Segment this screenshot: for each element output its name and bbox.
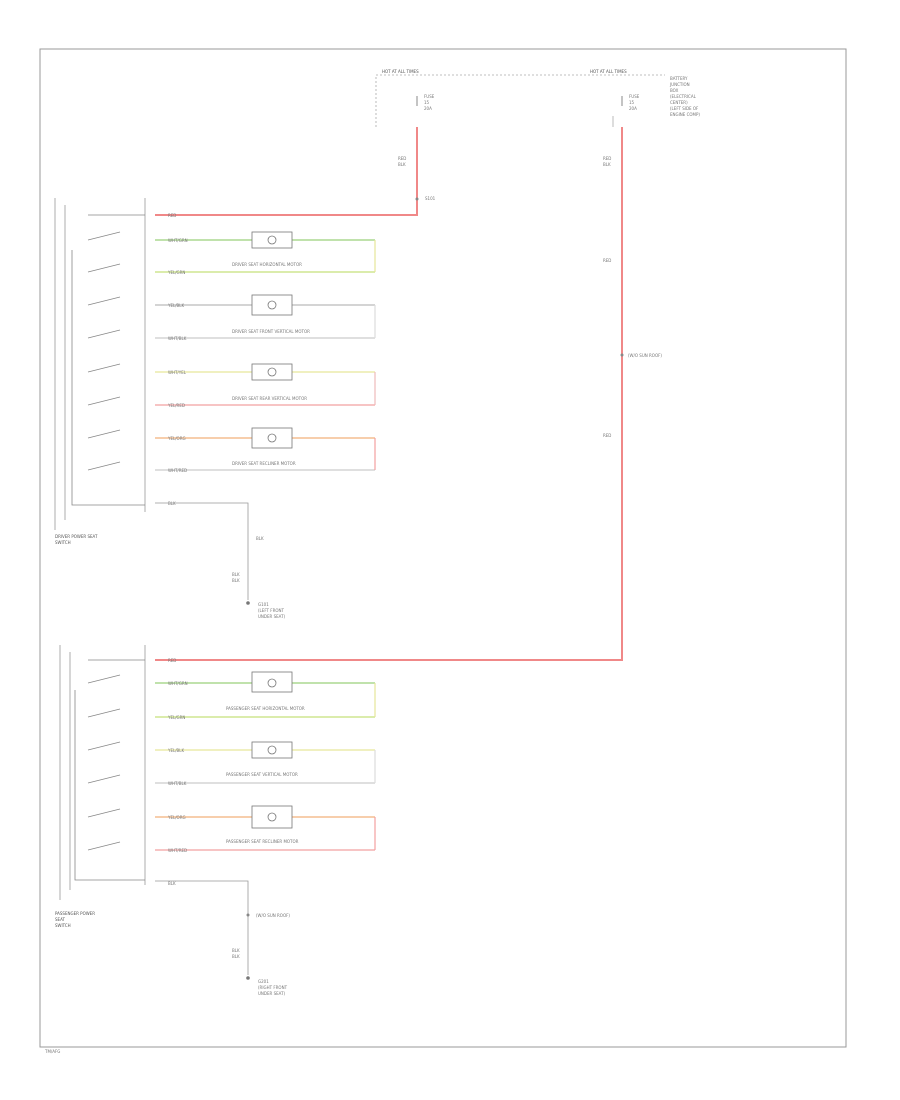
footer-code: TM/AFG xyxy=(44,1049,60,1054)
passenger-ground-label-1: (RIGHT FRONT xyxy=(258,985,288,990)
passenger-switch-title-1: SEAT xyxy=(55,917,65,922)
right-wire-lower-label: RED xyxy=(603,433,611,438)
passenger-switch-title-2: SWITCH xyxy=(55,923,71,928)
feed-wire-passenger xyxy=(155,127,623,661)
driver-front-vertical-motor xyxy=(251,294,293,316)
driver-ground-wire-label: BLK xyxy=(256,536,264,541)
driver-ground-wire-label2-0: BLK xyxy=(232,572,240,577)
diagram-frame xyxy=(39,48,847,1048)
driver-switch-title-0: DRIVER POWER SEAT xyxy=(55,534,98,539)
driver-motor-label-3: DRIVER SEAT RECLINER MOTOR xyxy=(232,461,296,466)
passenger-wire-label-2: YEL/GRN xyxy=(167,715,185,720)
junction-box-label-6: ENGINE COMP) xyxy=(670,112,700,117)
passenger-wire-label-1: WHT/GRN xyxy=(168,681,188,686)
power-wires-group: RED BLK S101 RED BLK RED (W/O SUN ROOF) … xyxy=(155,127,662,661)
fuse-right-label-2: 20A xyxy=(629,106,637,111)
junction-box-label-4: CENTER) xyxy=(670,100,688,105)
passenger-ground-point xyxy=(246,976,250,980)
hot-run-left-label: HOT AT ALL TIMES xyxy=(382,69,419,74)
hot-run-right-label: HOT AT ALL TIMES xyxy=(590,69,627,74)
driver-wire-label-2: YEL/GRN xyxy=(167,270,185,275)
driver-motor-label-0: DRIVER SEAT HORIZONTAL MOTOR xyxy=(232,262,302,267)
passenger-motor-label-1: PASSENGER SEAT VERTICAL MOTOR xyxy=(226,772,298,777)
junction-box-label-0: BATTERY xyxy=(670,76,688,81)
passenger-ground-label-0: G201 xyxy=(258,979,269,984)
junction-box-label-3: (ELECTRICAL xyxy=(670,94,697,99)
driver-recliner-motor xyxy=(251,427,293,449)
driver-wire-label-5: WHT/YEL xyxy=(168,370,187,375)
driver-ground-wire-label2-1: BLK xyxy=(232,578,240,583)
right-wire-splice xyxy=(620,353,624,357)
left-wire-label-0: RED xyxy=(398,156,406,161)
driver-motor-label-2: DRIVER SEAT REAR VERTICAL MOTOR xyxy=(232,396,307,401)
junction-box-label-1: JUNCTION xyxy=(669,82,690,87)
driver-rear-vertical-motor xyxy=(251,363,293,381)
passenger-ground-label-2: UNDER SEAT) xyxy=(258,991,286,996)
passenger-motor-label-0: PASSENGER SEAT HORIZONTAL MOTOR xyxy=(226,706,305,711)
hot-bus-line xyxy=(375,74,665,127)
right-wire-label-0: RED xyxy=(603,156,611,161)
driver-wire-label-6: YEL/RED xyxy=(167,403,185,408)
passenger-ground-wire-label-0: BLK xyxy=(232,948,240,953)
passenger-motor-label-2: PASSENGER SEAT RECLINER MOTOR xyxy=(226,839,299,844)
fuse-right-label-1: 15 xyxy=(629,100,635,105)
driver-seat-switch: DRIVER SEAT HORIZONTAL MOTOR DRIVER SEAT… xyxy=(54,198,376,619)
driver-wire-label-8: WHT/RED xyxy=(168,468,187,473)
driver-ground-point xyxy=(246,601,250,605)
passenger-ground-note: (W/O SUN ROOF) xyxy=(256,913,290,918)
junction-box-label-5: (LEFT SIDE OF xyxy=(670,106,699,111)
driver-wire-label-7: YEL/ORG xyxy=(167,436,186,441)
driver-switch-contacts xyxy=(71,214,145,506)
passenger-switch-title-0: PASSENGER POWER xyxy=(55,911,95,916)
passenger-ground-splice xyxy=(246,913,250,917)
junction-box-label-2: BOX xyxy=(670,88,679,93)
driver-ground-wire xyxy=(155,502,249,600)
driver-motor-label-1: DRIVER SEAT FRONT VERTICAL MOTOR xyxy=(232,329,310,334)
passenger-wire-label-6: WHT/RED xyxy=(168,848,187,853)
driver-switch-title-1: SWITCH xyxy=(55,540,71,545)
passenger-horizontal-motor xyxy=(251,671,293,693)
driver-wire-label-1: WHT/GRN xyxy=(168,238,188,243)
passenger-seat-switch: PASSENGER SEAT HORIZONTAL MOTOR PASSENGE… xyxy=(55,645,376,996)
driver-wire-label-4: WHT/BLK xyxy=(168,336,187,341)
fuse-right-label-0: FUSE xyxy=(629,94,640,99)
splice-label: S101 xyxy=(425,196,436,201)
driver-ground-label-0: G101 xyxy=(258,602,269,607)
passenger-switch-contacts xyxy=(74,659,145,881)
passenger-vertical-motor xyxy=(251,741,293,759)
driver-horizontal-motor xyxy=(251,231,293,249)
passenger-ground-wire xyxy=(155,880,249,975)
passenger-wire-label-3: YEL/BLK xyxy=(167,748,185,753)
splice-dot xyxy=(415,197,419,201)
driver-wire-label-0: RED xyxy=(168,213,176,218)
fuse-left-label-1: 15 xyxy=(424,100,430,105)
driver-wire-label-3: YEL/BLK xyxy=(167,303,185,308)
fuse-left-label-2: 20A xyxy=(424,106,432,111)
right-wire-note: (W/O SUN ROOF) xyxy=(628,353,662,358)
passenger-wire-label-0: RED xyxy=(168,658,176,663)
feed-wire-driver xyxy=(155,127,418,216)
fuse-left-label-0: FUSE xyxy=(424,94,435,99)
passenger-wire-label-5: YEL/ORG xyxy=(167,815,186,820)
passenger-wire-label-7: BLK xyxy=(168,881,176,886)
passenger-wire-label-4: WHT/BLK xyxy=(168,781,187,786)
passenger-recliner-motor xyxy=(251,805,293,829)
right-wire-mid-label: RED xyxy=(603,258,611,263)
driver-ground-label-1: (LEFT FRONT xyxy=(258,608,284,613)
passenger-ground-wire-label-1: BLK xyxy=(232,954,240,959)
right-wire-label-1: BLK xyxy=(603,162,611,167)
power-source-group: HOT AT ALL TIMES HOT AT ALL TIMES FUSE 1… xyxy=(375,69,700,127)
driver-ground-label-2: UNDER SEAT) xyxy=(258,614,286,619)
driver-wire-label-9: BLK xyxy=(168,501,176,506)
left-wire-label-1: BLK xyxy=(398,162,406,167)
